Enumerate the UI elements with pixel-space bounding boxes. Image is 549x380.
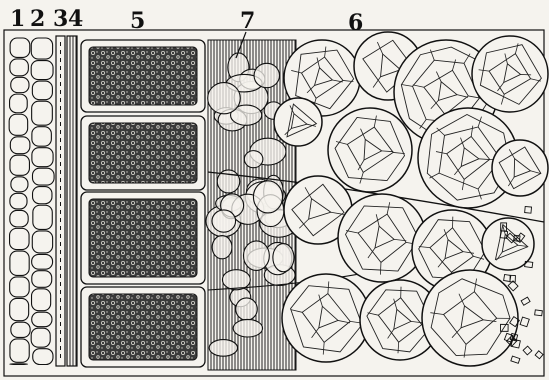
label-4: 4 <box>68 6 83 32</box>
label-6: 6 <box>348 10 363 36</box>
layer-1-2-cells <box>9 38 54 365</box>
layer-3-4-strips <box>56 36 77 366</box>
label-5: 5 <box>130 8 145 34</box>
layer-5-boxes <box>81 40 205 367</box>
label-2: 2 <box>30 6 45 32</box>
label-3: 3 <box>53 6 68 32</box>
label-1: 1 <box>10 6 25 32</box>
label-7: 7 <box>240 8 255 34</box>
